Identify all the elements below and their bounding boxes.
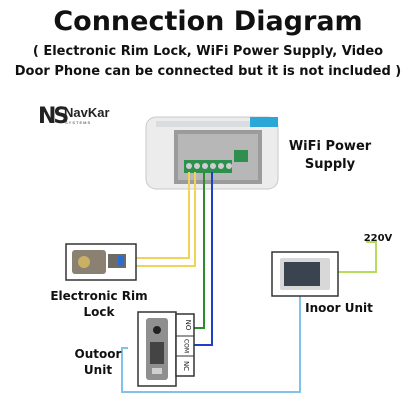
rim-lock-label: Electronic Rim Lock bbox=[44, 288, 154, 320]
terminal-com: COM bbox=[183, 339, 190, 353]
outdoor-unit-label: Outoor Unit bbox=[66, 346, 130, 378]
rim-lock-image bbox=[65, 243, 137, 281]
rim-lock-line2: Lock bbox=[83, 305, 115, 319]
wifi-power-line2: Supply bbox=[304, 157, 356, 172]
diagram-title: Connection Diagram bbox=[53, 6, 363, 37]
wifi-power-line1: WiFi Power bbox=[288, 139, 372, 154]
terminal-no: NO bbox=[184, 320, 192, 331]
wifi-power-label: WiFi Power Supply bbox=[286, 138, 374, 174]
logo-name: NavKar bbox=[64, 105, 110, 120]
navkar-logo: NS NavKar SYSTEMS bbox=[38, 104, 148, 130]
terminal-nc: NC bbox=[182, 361, 190, 371]
voltage-label: 220V bbox=[363, 233, 393, 244]
relay-terminal-strip: NO COM NC bbox=[175, 313, 195, 377]
logo-sub: SYSTEMS bbox=[65, 120, 92, 125]
outdoor-line2: Unit bbox=[83, 363, 113, 377]
terminal-block bbox=[184, 150, 248, 173]
logo-mark: NS bbox=[38, 104, 69, 129]
wires bbox=[121, 172, 377, 393]
indoor-unit-label: Inoor Unit bbox=[305, 301, 373, 315]
wifi-power-supply bbox=[145, 116, 279, 190]
diagram-subtitle: ( Electronic Rim Lock, WiFi Power Supply… bbox=[14, 44, 402, 79]
outdoor-line1: Outoor bbox=[74, 347, 122, 361]
rim-lock-line1: Electronic Rim bbox=[50, 289, 148, 303]
outdoor-unit-image bbox=[137, 311, 177, 387]
indoor-unit-image bbox=[271, 251, 339, 297]
